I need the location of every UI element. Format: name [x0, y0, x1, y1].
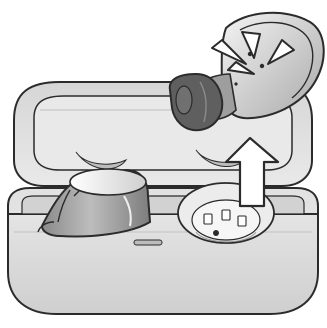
earbuds-case-illustration: [0, 0, 327, 328]
earbuds-case-drawing: [0, 0, 327, 328]
